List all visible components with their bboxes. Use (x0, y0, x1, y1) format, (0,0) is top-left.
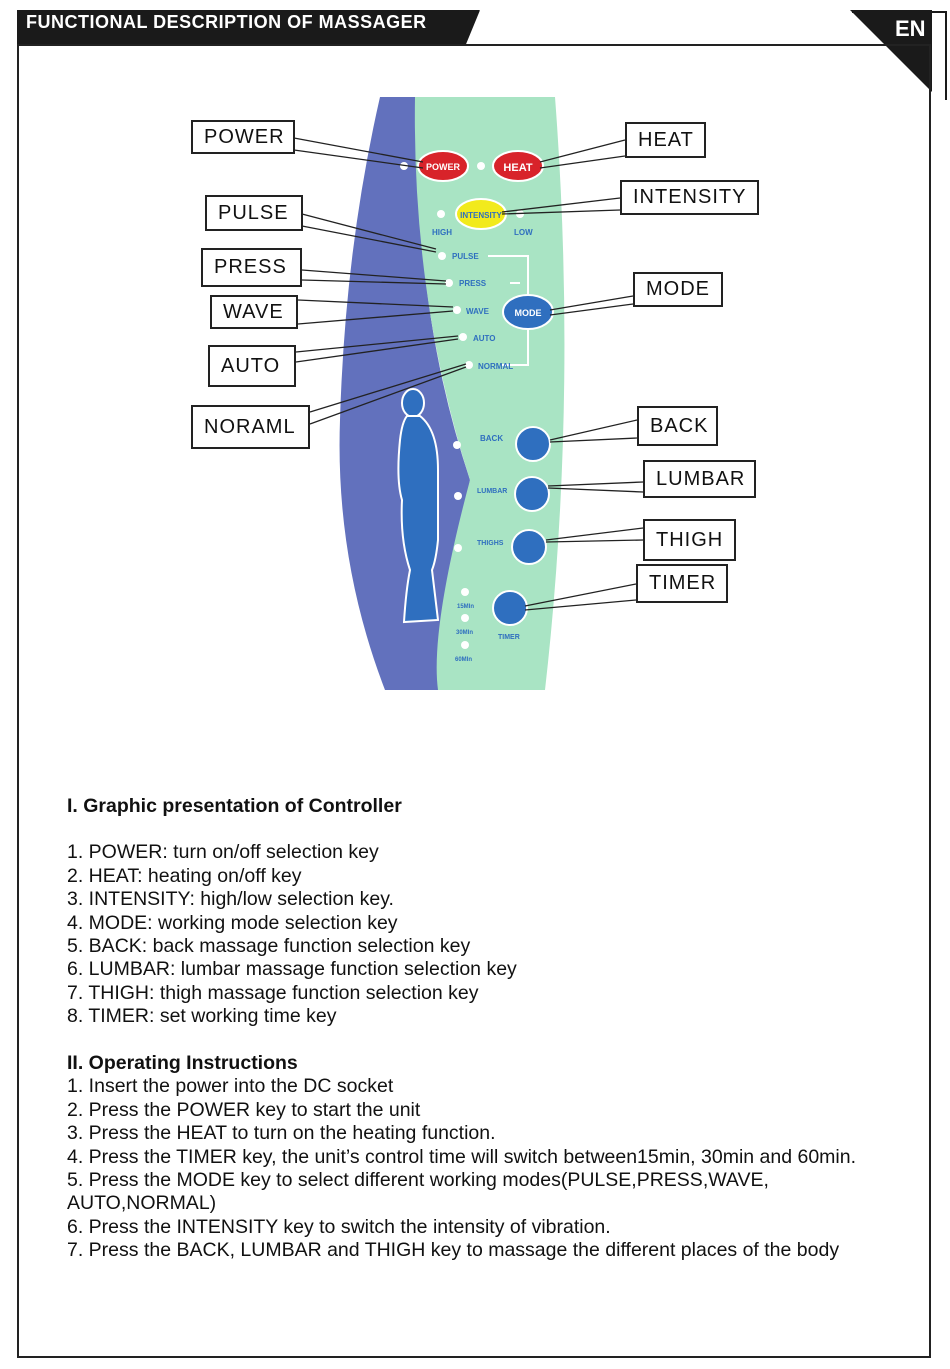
lumbar-label: LUMBAR (477, 488, 507, 495)
wave-label: WAVE (466, 307, 490, 316)
callout-wave: WAVE (210, 295, 298, 329)
timer-15-indicator (461, 588, 469, 596)
thighs-label: THIGHS (477, 540, 504, 547)
list-item: 3. INTENSITY: high/low selection key. (67, 888, 394, 911)
timer-button (492, 590, 528, 626)
thighs-button (511, 529, 547, 565)
timer-30-label: 30MIn (456, 630, 473, 636)
lumbar-indicator (454, 492, 462, 500)
power-button (417, 150, 469, 182)
list-item: 3. Press the HEAT to turn on the heating… (67, 1122, 496, 1145)
timer-30-indicator (461, 614, 469, 622)
list-item: 7. Press the BACK, LUMBAR and THIGH key … (67, 1239, 840, 1262)
callout-pulse: PULSE (205, 195, 303, 231)
header-banner-shape (17, 10, 480, 45)
section2-list: 1. Insert the power into the DC socket 2… (67, 1075, 907, 1262)
callout-normal: NORAML (191, 405, 310, 449)
callout-press: PRESS (201, 248, 302, 287)
high-label: HIGH (432, 228, 452, 237)
wave-indicator (453, 306, 461, 314)
heat-indicator (477, 162, 485, 170)
page-title: FUNCTIONAL DESCRIPTION OF MASSAGER (26, 12, 427, 32)
list-item: 6. LUMBAR: lumbar massage function selec… (67, 958, 517, 981)
timer-60-label: 60MIn (455, 657, 472, 663)
mode-button (502, 294, 554, 330)
intensity-key-label: INTENSITY (460, 211, 502, 220)
section1-list: 1. POWER: turn on/off selection key 2. H… (67, 841, 907, 1028)
list-item: 5. Press the MODE key to select differen… (67, 1169, 769, 1215)
high-indicator (437, 210, 445, 218)
list-item: 2. HEAT: heating on/off key (67, 864, 302, 887)
callout-thigh: THIGH (643, 519, 736, 561)
callout-leader-lines (293, 137, 644, 611)
list-item: 8. TIMER: set working time key (67, 1005, 337, 1028)
lumbar-button (514, 476, 550, 512)
timer-60-indicator (461, 641, 469, 649)
section-controller-presentation: I. Graphic presentation of Controller 1.… (67, 795, 907, 1029)
callout-heat: HEAT (625, 122, 706, 158)
callout-timer: TIMER (636, 564, 728, 603)
back-button (515, 426, 551, 462)
language-tag: EN (895, 16, 926, 41)
callout-lumbar: LUMBAR (643, 460, 756, 498)
section-header (17, 10, 480, 45)
timer-15-label: 15MIn (457, 604, 474, 610)
pulse-indicator (438, 252, 446, 260)
back-indicator (453, 441, 461, 449)
power-key-label: POWER (426, 162, 461, 172)
callout-back: BACK (637, 406, 718, 446)
pulse-label: PULSE (452, 252, 479, 261)
normal-indicator (465, 361, 473, 369)
heat-key-label: HEAT (503, 162, 532, 174)
auto-indicator (459, 333, 467, 341)
section2-heading: II. Operating Instructions (67, 1052, 298, 1074)
section1-heading: I. Graphic presentation of Controller (67, 795, 402, 817)
normal-label: NORMAL (478, 362, 513, 371)
list-item: 2. Press the POWER key to start the unit (67, 1098, 421, 1121)
press-indicator (445, 279, 453, 287)
list-item: 4. MODE: working mode selection key (67, 911, 398, 934)
language-corner-tab (850, 10, 947, 100)
human-body-figure (397, 388, 440, 624)
thighs-indicator (454, 544, 462, 552)
section-operating-instructions: II. Operating Instructions 1. Insert the… (67, 1052, 907, 1263)
callout-auto: AUTO (208, 345, 296, 387)
heat-button (492, 150, 544, 182)
callout-intensity: INTENSITY (620, 180, 759, 215)
timer-label: TIMER (498, 634, 520, 641)
list-item: 4. Press the TIMER key, the unit’s contr… (67, 1145, 857, 1168)
back-label: BACK (480, 434, 503, 443)
press-label: PRESS (459, 279, 487, 288)
callout-power: POWER (191, 120, 295, 154)
mode-key-label: MODE (515, 308, 542, 318)
callout-mode: MODE (633, 272, 723, 307)
list-item: 1. POWER: turn on/off selection key (67, 841, 379, 864)
indicator-lights (400, 162, 524, 649)
low-label: LOW (514, 228, 533, 237)
controller-diagram: POWER HEAT INTENSITY MODE HIGH LOW PULSE… (293, 97, 644, 690)
content-frame (17, 44, 931, 1358)
auto-label: AUTO (473, 334, 496, 343)
list-item: 5. BACK: back massage function selection… (67, 935, 471, 958)
list-item: 1. Insert the power into the DC socket (67, 1075, 394, 1098)
list-item: 7. THIGH: thigh massage function selecti… (67, 981, 479, 1004)
list-item: 6. Press the INTENSITY key to switch the… (67, 1215, 611, 1238)
